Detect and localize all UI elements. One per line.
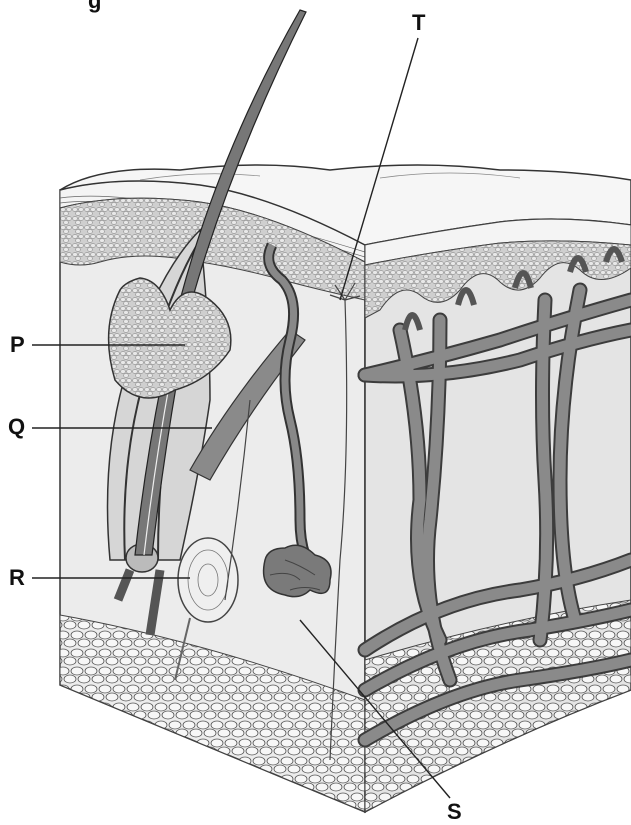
- right-face: [365, 219, 631, 812]
- label-s: S: [447, 801, 462, 823]
- label-p: P: [10, 334, 25, 356]
- label-t: T: [412, 12, 425, 34]
- label-q: Q: [8, 416, 25, 438]
- left-face: [60, 181, 365, 812]
- label-r: R: [9, 567, 25, 589]
